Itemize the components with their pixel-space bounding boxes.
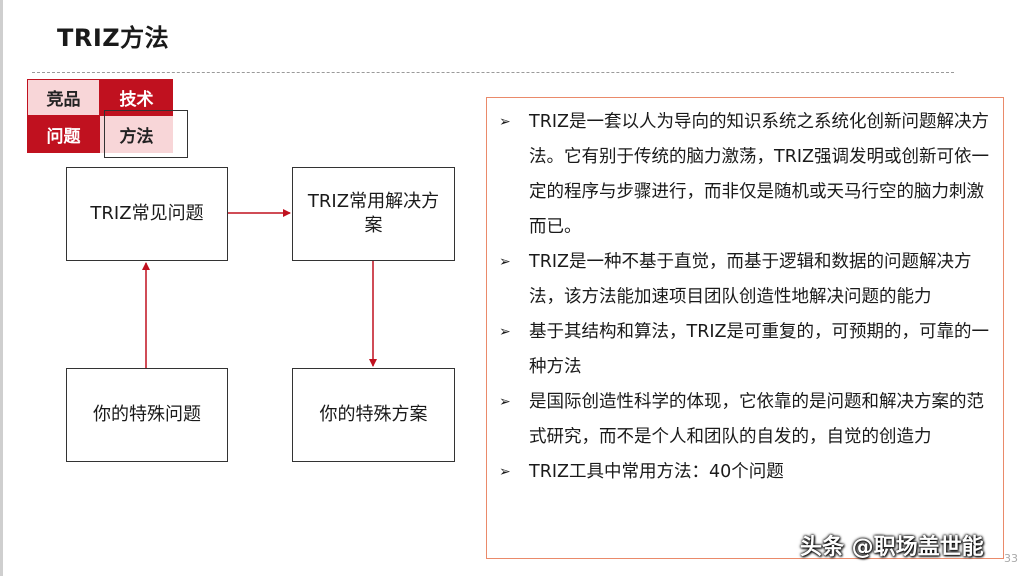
- node-specific-problem: 你的特殊问题: [66, 368, 228, 462]
- tab-technology[interactable]: 技术: [100, 79, 173, 116]
- bullet-item: ➢ TRIZ工具中常用方法：40个问题: [499, 455, 993, 490]
- bullet-item: ➢ TRIZ是一套以人为导向的知识系统之系统化创新问题解决方法。它有别于传统的脑…: [499, 105, 993, 245]
- title-divider: [32, 72, 954, 73]
- slide-title: TRIZ方法: [57, 24, 170, 52]
- bullet-text: 基于其结构和算法，TRIZ是可重复的，可预期的，可靠的一种方法: [529, 322, 989, 377]
- page-number: 33: [1004, 552, 1018, 565]
- description-box: ➢ TRIZ是一套以人为导向的知识系统之系统化创新问题解决方法。它有别于传统的脑…: [486, 97, 1004, 559]
- bullet-text: 是国际创造性科学的体现，它依靠的是问题和解决方案的范式研究，而不是个人和团队的自…: [529, 392, 984, 447]
- tab-problem[interactable]: 问题: [27, 116, 100, 153]
- bullet-text: TRIZ是一套以人为导向的知识系统之系统化创新问题解决方法。它有别于传统的脑力激…: [529, 112, 989, 237]
- bullet-text: TRIZ工具中常用方法：40个问题: [529, 462, 784, 482]
- bullet-item: ➢ TRIZ是一种不基于直觉，而基于逻辑和数据的问题解决方法，该方法能加速项目团…: [499, 245, 993, 315]
- selected-tab-frame: [104, 110, 188, 158]
- arrow-bullet-icon: ➢: [499, 464, 511, 480]
- bullet-item: ➢ 是国际创造性科学的体现，它依靠的是问题和解决方案的范式研究，而不是个人和团队…: [499, 385, 993, 455]
- arrow-bullet-icon: ➢: [499, 114, 511, 130]
- arrow-bullet-icon: ➢: [499, 324, 511, 340]
- arrow-bullet-icon: ➢: [499, 254, 511, 270]
- bullet-text: TRIZ是一种不基于直觉，而基于逻辑和数据的问题解决方法，该方法能加速项目团队创…: [529, 252, 972, 307]
- tab-competitor[interactable]: 竞品: [27, 79, 100, 116]
- node-specific-solution: 你的特殊方案: [292, 368, 455, 462]
- bullet-item: ➢ 基于其结构和算法，TRIZ是可重复的，可预期的，可靠的一种方法: [499, 315, 993, 385]
- arrow-bullet-icon: ➢: [499, 394, 511, 410]
- node-triz-common-solution: TRIZ常用解决方案: [292, 167, 455, 261]
- category-tabs: 竞品 技术 问题 方法: [27, 79, 173, 153]
- node-triz-common-problem: TRIZ常见问题: [66, 167, 228, 261]
- slide-left-edge: [0, 0, 3, 576]
- tab-method[interactable]: 方法: [100, 116, 173, 153]
- watermark: 头条 @职场盖世能: [800, 535, 984, 560]
